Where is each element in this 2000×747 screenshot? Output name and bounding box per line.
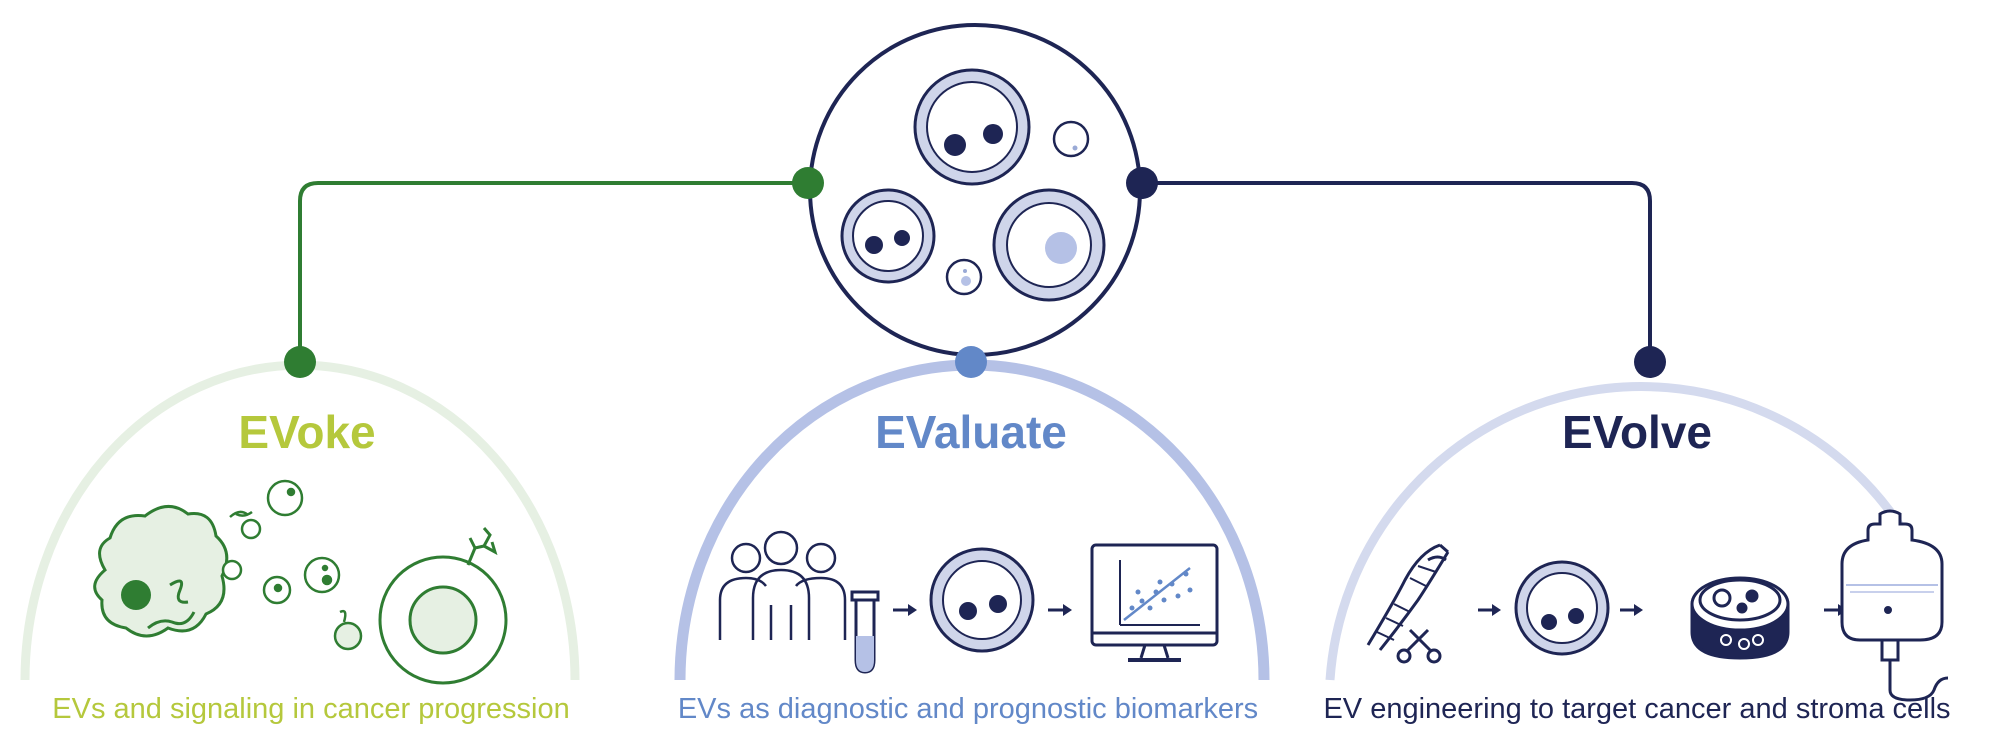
evolve-title: EVolve xyxy=(1562,406,1712,458)
extracellular-vesicles-icon xyxy=(808,23,1142,357)
arrow-2-icon xyxy=(1048,604,1072,616)
petri-dish-icon xyxy=(1690,576,1790,660)
arrow-3-icon xyxy=(1478,604,1501,616)
iv-bag-icon xyxy=(1840,509,1949,702)
evoke-caption: EVs and signaling in cancer progression xyxy=(52,693,570,725)
evolve-arc xyxy=(1325,382,1916,681)
evoke-arc-dot xyxy=(284,346,316,378)
arrow-1-icon xyxy=(893,604,917,616)
monitor-chart-icon xyxy=(1090,543,1219,662)
dna-scissors-icon xyxy=(1366,543,1450,664)
vesicles-icon xyxy=(221,479,363,651)
evoke-connector xyxy=(298,181,808,362)
evoke-title: EVoke xyxy=(238,406,376,458)
evolve-vesicle-icon xyxy=(1514,560,1610,656)
evolve-junction-dot xyxy=(1126,167,1158,199)
evolve-connector xyxy=(1142,181,1652,362)
patients-icon xyxy=(718,530,847,640)
evaluate-caption: EVs as diagnostic and prognostic biomark… xyxy=(677,693,1259,725)
immune-cell-icon xyxy=(378,527,508,685)
evolve-arc-dot xyxy=(1634,346,1666,378)
cancer-cell-icon xyxy=(93,505,229,638)
evaluate-title: EValuate xyxy=(875,406,1067,458)
vesicle-icon xyxy=(929,547,1035,653)
evoke-junction-dot xyxy=(792,167,824,199)
evolve-caption: EV engineering to target cancer and stro… xyxy=(1323,693,1951,725)
arrow-4-icon xyxy=(1620,604,1643,616)
sample-tube-icon xyxy=(850,590,880,674)
evaluate-arc-dot xyxy=(955,346,987,378)
